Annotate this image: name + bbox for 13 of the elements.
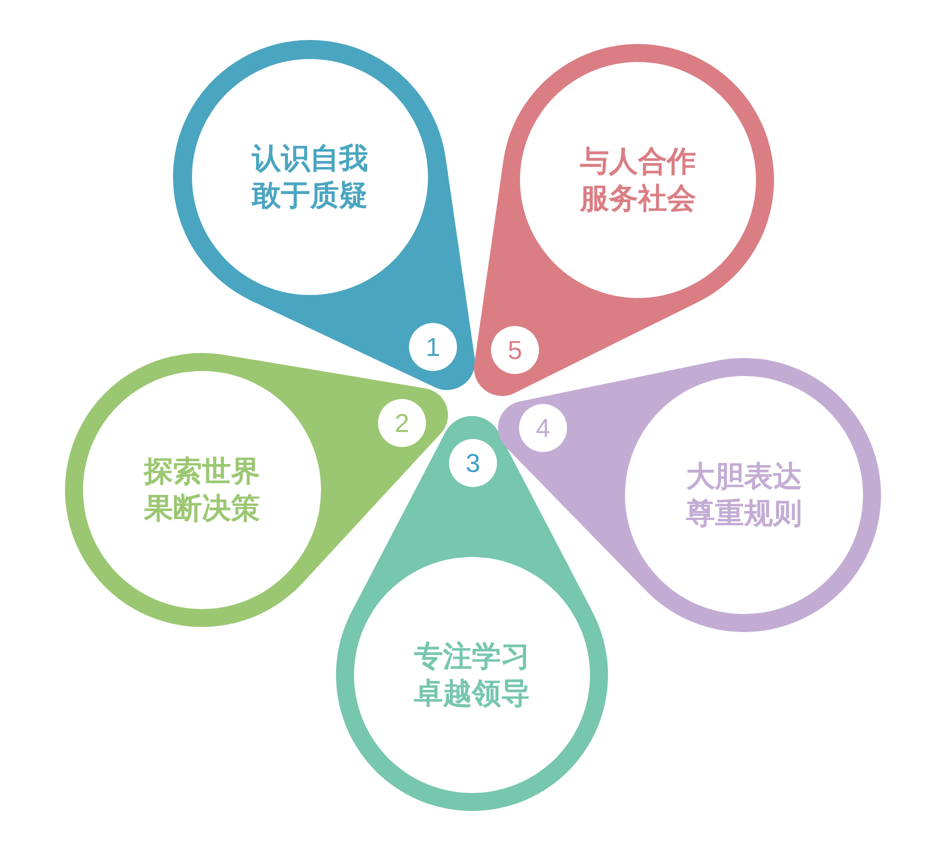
teardrop-shape bbox=[474, 44, 774, 396]
teardrop-shape bbox=[173, 40, 475, 390]
teardrop-shape bbox=[498, 358, 881, 632]
phrase-text: 卓越领导 bbox=[414, 675, 530, 712]
phrase-text: 服务社会 bbox=[580, 180, 696, 217]
phrase-text: 认识自我 bbox=[252, 140, 368, 177]
phrase-text: 敢于质疑 bbox=[252, 177, 368, 214]
phrase-text: 与人合作 bbox=[580, 143, 696, 180]
phrase-text: 专注学习 bbox=[414, 638, 530, 675]
phrase-text: 尊重规则 bbox=[686, 495, 802, 532]
phrase-text: 大胆表达 bbox=[686, 458, 802, 495]
phrase-text: 果断决策 bbox=[144, 490, 260, 527]
phrase-text: 探索世界 bbox=[144, 453, 260, 490]
